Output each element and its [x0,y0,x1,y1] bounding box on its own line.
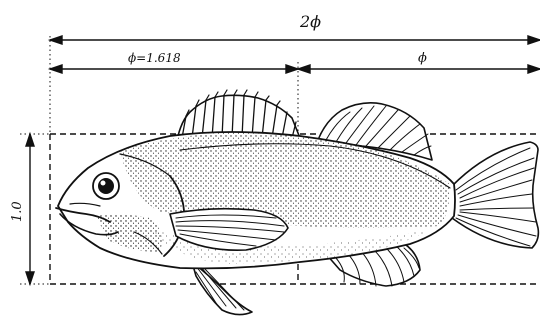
eye-highlight [101,181,106,186]
segment-dimensions [50,65,540,73]
tail-fin [452,142,538,248]
total-length-label: 2ϕ [299,12,321,31]
right-segment-label: ϕ [418,51,427,66]
pelvic-fin [192,262,252,315]
total-length-dimension [50,36,540,44]
height-dimension [26,134,34,284]
left-segment-label: ϕ=1.618 [128,51,181,65]
height-label: 1.0 [10,201,25,222]
spiny-dorsal-fin [178,90,300,138]
fish-illustration [56,90,538,315]
eye-pupil [98,178,114,194]
